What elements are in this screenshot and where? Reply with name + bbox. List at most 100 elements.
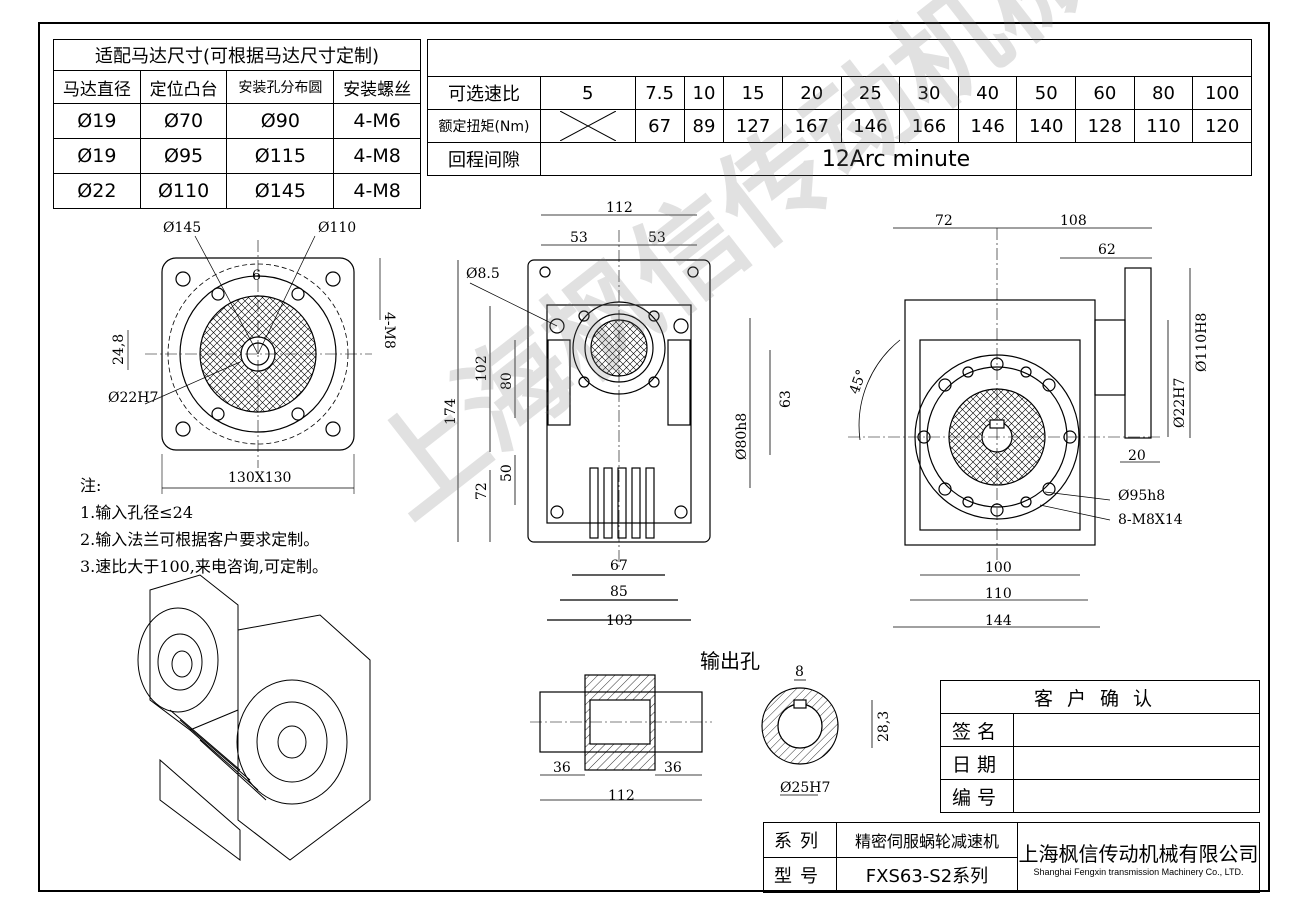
dim-label: Ø22H7: [108, 390, 158, 406]
dim-label: 24,8: [111, 334, 127, 365]
dim-label: 50: [499, 464, 515, 482]
dim-label: Ø145: [163, 220, 201, 236]
ratio-cell: 30: [899, 76, 959, 110]
torque-cell: 127: [723, 109, 783, 143]
note-item: 3.速比大于100,来电咨询,可定制。: [80, 557, 328, 576]
dim-label: 72: [935, 213, 953, 229]
table-row: Ø19 Ø95 Ø115 4-M8: [53, 138, 421, 174]
dim-label: 63: [778, 390, 794, 408]
company-cell: 上海枫信传动机械有限公司 Shanghai Fengxin transmissi…: [1017, 822, 1260, 893]
output-hole-section: [530, 674, 873, 801]
dim-label: 144: [985, 613, 1012, 629]
dim-label: Ø110H8: [1194, 313, 1210, 372]
customer-confirm-header: 客户确认: [940, 680, 1260, 714]
ratio-cell: 5: [540, 76, 636, 110]
dim-label: 62: [1098, 242, 1116, 258]
ratio-table: 可选速比 5 7.5 10 15 20 25 30 40 50 60 80 10…: [427, 39, 1252, 176]
isometric-view: [137, 574, 371, 861]
dim-label: 112: [608, 788, 635, 804]
table-cell: Ø19: [53, 138, 141, 174]
table-cell: Ø145: [226, 173, 335, 209]
title-block: 系列 精密伺服蜗轮减速机 上海枫信传动机械有限公司 Shanghai Fengx…: [763, 822, 1260, 893]
series-label: 系列: [763, 822, 837, 858]
customer-confirm-block: 客户确认 签名 日期 编号: [940, 680, 1260, 813]
dim-label: 6: [252, 268, 261, 284]
model-value: FXS63-S2系列: [836, 857, 1018, 893]
dim-label: 53: [570, 230, 588, 246]
torque-cell: 89: [683, 109, 725, 143]
sign-label: 签名: [940, 713, 1014, 747]
dim-label: Ø95h8: [1118, 488, 1165, 504]
dim-label: 130X130: [228, 470, 291, 486]
dim-label: 110: [985, 586, 1012, 602]
table-row: Ø19 Ø70 Ø90 4-M6: [53, 103, 421, 139]
date-field[interactable]: [1013, 746, 1260, 780]
flange-front-view: [127, 235, 381, 494]
table-cell: Ø19: [53, 103, 141, 139]
dim-label: 4-M8: [381, 312, 397, 349]
ratio-cell: 15: [723, 76, 783, 110]
ratio-cell: 100: [1192, 76, 1252, 110]
dim-label: 20: [1128, 448, 1146, 464]
date-label: 日期: [940, 746, 1014, 780]
table-cell: Ø90: [226, 103, 335, 139]
motor-header: 马达直径: [53, 70, 141, 104]
motor-size-table: 适配马达尺寸(可根据马达尺寸定制) 马达直径 定位凸台 安装孔分布圆 安装螺丝 …: [53, 39, 421, 209]
backlash-value: 12Arc minute: [540, 142, 1252, 176]
model-label: 型号: [763, 857, 837, 893]
sign-field[interactable]: [1013, 713, 1260, 747]
ratio-cell: 80: [1133, 76, 1194, 110]
dim-label: Ø25H7: [780, 780, 830, 796]
table-cell: Ø110: [139, 173, 228, 209]
torque-label: 额定扭矩(Nm): [427, 109, 541, 143]
note-item: 1.输入孔径≤24: [80, 503, 194, 522]
dim-label: 80: [499, 372, 515, 390]
ratio-cell: 50: [1016, 76, 1077, 110]
company-name: 上海枫信传动机械有限公司: [1018, 842, 1259, 866]
gearbox-output-view: [848, 227, 1191, 628]
dim-label: 36: [553, 760, 571, 776]
torque-cell: 146: [957, 109, 1018, 143]
dim-label: 28,3: [876, 711, 892, 742]
ratio-cell: 60: [1075, 76, 1135, 110]
dim-label: 103: [606, 613, 633, 629]
table-cell: 4-M8: [333, 173, 421, 209]
table-cell: Ø22: [53, 173, 141, 209]
company-name-en: Shanghai Fengxin transmission Machinery …: [1033, 867, 1244, 877]
notes-heading: 注:: [80, 476, 102, 495]
dim-label: 8: [795, 664, 804, 680]
torque-cell: 146: [840, 109, 901, 143]
note-item: 2.输入法兰可根据客户要求定制。: [80, 530, 320, 549]
ratio-cell: 20: [781, 76, 842, 110]
table-cell: Ø95: [139, 138, 228, 174]
dim-label: Ø80h8: [734, 413, 750, 460]
dim-label: Ø22H7: [1172, 378, 1188, 428]
dim-label: 174: [443, 398, 459, 425]
torque-cell: 140: [1016, 109, 1077, 143]
dim-label: Ø110: [318, 220, 356, 236]
table-cell: 4-M8: [333, 138, 421, 174]
dim-label: 45°: [847, 368, 871, 397]
number-field[interactable]: [1013, 779, 1260, 813]
dim-label: 108: [1060, 213, 1087, 229]
dim-label: 8-M8X14: [1118, 512, 1183, 528]
dim-label: 67: [610, 558, 628, 574]
dim-label: 85: [610, 584, 628, 600]
cross-mark-icon: [559, 111, 616, 141]
series-value: 精密伺服蜗轮减速机: [836, 822, 1018, 858]
ratio-cell: 10: [683, 76, 725, 110]
dim-label: 72: [474, 482, 490, 500]
number-label: 编号: [940, 779, 1014, 813]
dim-label: 53: [648, 230, 666, 246]
output-hole-title: 输出孔: [700, 649, 760, 673]
torque-cell: 128: [1075, 109, 1135, 143]
torque-cell-empty: [540, 109, 636, 143]
dim-label: 102: [474, 355, 490, 382]
dim-label: 112: [606, 200, 633, 216]
gearbox-side-view: [457, 214, 771, 621]
dim-label: Ø8.5: [466, 266, 500, 282]
torque-cell: 120: [1192, 109, 1252, 143]
drawing-frame: [38, 22, 1270, 892]
dim-label: 36: [664, 760, 682, 776]
